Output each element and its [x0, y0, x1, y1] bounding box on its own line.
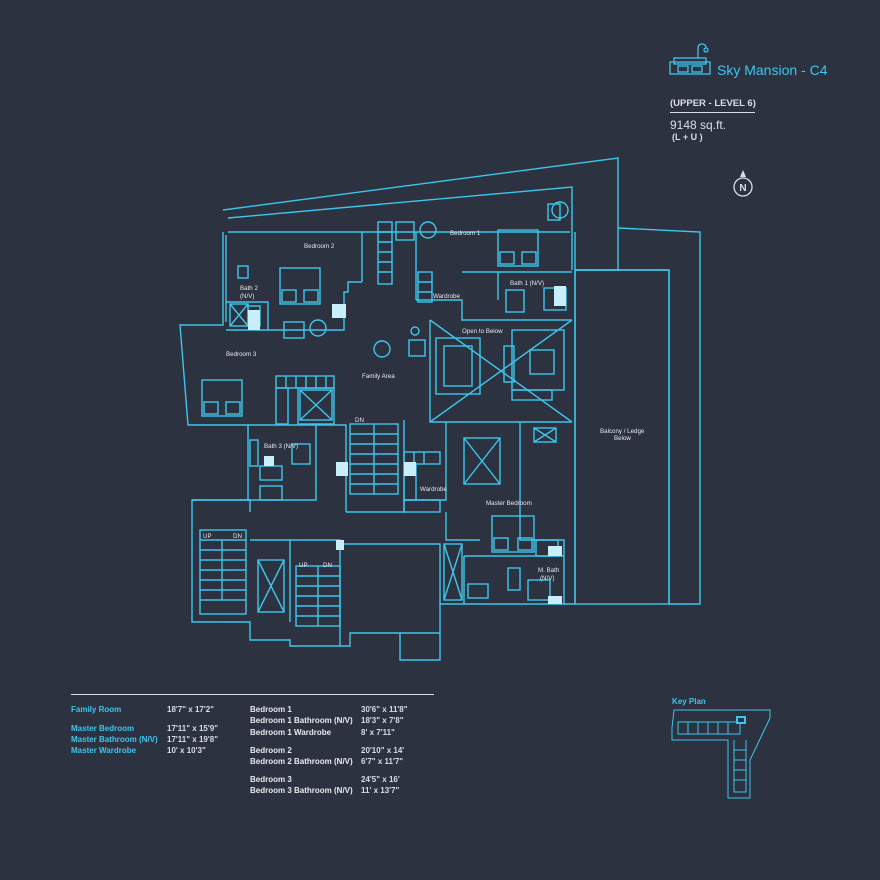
- label-stair-up-2: UP: [299, 562, 308, 569]
- page-title: Sky Mansion - C4: [717, 62, 828, 78]
- schedule-size: 18'7" x 17'2": [167, 705, 214, 714]
- sofa-icon: [669, 43, 711, 75]
- schedule-name: Master Bathroom (N/V): [71, 735, 158, 744]
- schedule-size: 17'11" x 19'8": [167, 735, 218, 744]
- schedule-name: Bedroom 2: [250, 746, 292, 755]
- schedule-name: Bedroom 1 Wardrobe: [250, 728, 332, 737]
- label-bedroom-2: Bedroom 2: [304, 243, 335, 250]
- label-bath-1: Bath 1 (N/V): [510, 280, 544, 287]
- label-bedroom-3: Bedroom 3: [226, 351, 257, 358]
- key-plan-diagram: [671, 709, 771, 799]
- label-stair-dn-2: DN: [233, 533, 242, 540]
- schedule-name: Bedroom 1: [250, 705, 292, 714]
- area-note: (L + U ): [672, 132, 703, 142]
- label-bath-2-nv: (N/V): [240, 293, 254, 300]
- label-master-bedroom: Master Bedroom: [486, 500, 532, 507]
- key-plan-label: Key Plan: [672, 697, 706, 706]
- schedule-size: 20'10" x 14': [361, 746, 405, 755]
- label-open-to-below: Open to Below: [462, 328, 503, 335]
- label-wardrobe-top: Wardrobe: [433, 293, 460, 300]
- schedule-name: Master Bedroom: [71, 724, 135, 733]
- schedule-size: 30'6" x 11'8": [361, 705, 408, 714]
- label-m-bath: M. Bath: [538, 567, 560, 574]
- schedule-name: Bedroom 3 Bathroom (N/V): [250, 786, 353, 795]
- schedule-name: Family Room: [71, 705, 122, 714]
- north-compass-icon: N: [733, 170, 753, 197]
- schedule-name: Bedroom 1 Bathroom (N/V): [250, 716, 353, 725]
- level-label: (UPPER - LEVEL 6): [670, 98, 756, 109]
- schedule-size: 8' x 7'11": [361, 728, 395, 737]
- label-stair-dn-3: DN: [323, 562, 332, 569]
- schedule-size: 24'5" x 16': [361, 775, 400, 784]
- label-balcony: Balcony / Ledge: [600, 428, 645, 435]
- label-stair-dn-1: DN: [355, 417, 364, 424]
- schedule-name: Master Wardrobe: [71, 746, 137, 755]
- label-bath-2: Bath 2: [240, 285, 258, 292]
- schedule-name: Bedroom 3: [250, 775, 292, 784]
- schedule-size: 18'3" x 7'8": [361, 716, 404, 725]
- label-balcony-below: Below: [614, 435, 631, 442]
- schedule-size: 17'11" x 15'9": [167, 724, 218, 733]
- schedule-size: 11' x 13'7": [361, 786, 400, 795]
- schedule-size: 6'7" x 11'7": [361, 757, 404, 766]
- label-wardrobe-mid: Wardrobe: [420, 486, 447, 493]
- schedule-divider: [71, 694, 434, 695]
- level-divider: [670, 112, 755, 113]
- label-m-bath-nv: (N/V): [540, 575, 554, 582]
- schedule-name: Bedroom 2 Bathroom (N/V): [250, 757, 353, 766]
- label-family-area: Family Area: [362, 373, 395, 380]
- label-bedroom-1: Bedroom 1: [450, 230, 481, 237]
- label-stair-up-1: UP: [203, 533, 212, 540]
- schedule-size: 10' x 10'3": [167, 746, 206, 755]
- area-value: 9148 sq.ft.: [670, 118, 727, 132]
- label-bath-3: Bath 3 (N/V): [264, 443, 298, 450]
- compass-letter: N: [739, 183, 746, 194]
